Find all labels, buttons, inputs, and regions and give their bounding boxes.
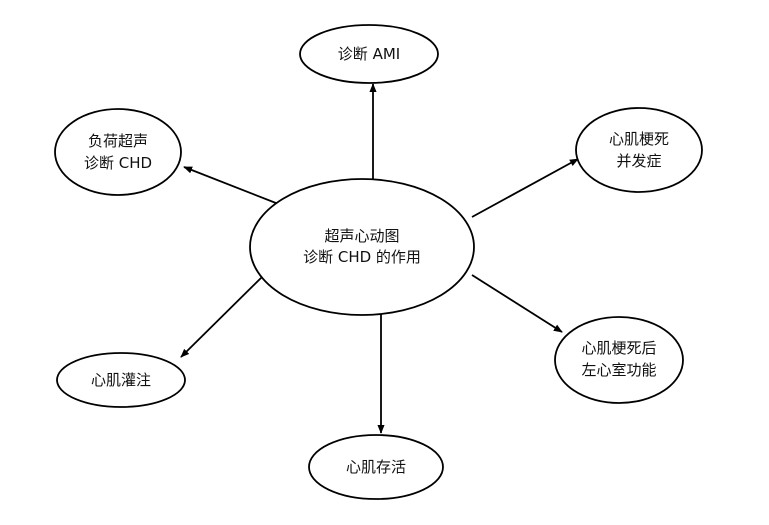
node-perfusion: 心肌灌注 bbox=[56, 352, 186, 408]
node-complication-shape bbox=[575, 107, 703, 193]
node-lv-function-shape bbox=[554, 316, 684, 404]
node-perfusion-label: 心肌灌注 bbox=[91, 371, 151, 389]
node-stress: 负荷超声 诊断 CHD bbox=[54, 108, 182, 196]
node-lv-function-label-line-2: 左心室功能 bbox=[581, 361, 656, 379]
node-lv-function: 心肌梗死后 左心室功能 bbox=[554, 316, 684, 404]
node-viability: 心肌存活 bbox=[308, 434, 444, 500]
edges bbox=[180, 83, 579, 434]
node-viability-label: 心肌存活 bbox=[346, 458, 406, 476]
node-complication-label-line-1: 心肌梗死 bbox=[609, 130, 669, 148]
center-node-shape bbox=[249, 178, 475, 316]
node-stress-label-line-1: 负荷超声 bbox=[88, 132, 148, 150]
center-node-label-line-2: 诊断 CHD 的作用 bbox=[303, 248, 421, 266]
node-perfusion-shape bbox=[56, 352, 186, 408]
node-complication-label-line-2: 并发症 bbox=[616, 152, 661, 170]
node-ami-label: 诊断 AMI bbox=[338, 45, 400, 63]
node-lv-function-label-line-1: 心肌梗死后 bbox=[581, 339, 656, 357]
node-stress-shape bbox=[54, 108, 182, 196]
node-ami-shape bbox=[299, 24, 439, 84]
node-ami: 诊断 AMI bbox=[299, 24, 439, 84]
center-node-label-line-1: 超声心动图 bbox=[324, 227, 399, 245]
node-complication: 心肌梗死 并发症 bbox=[575, 107, 703, 193]
edge-center-to-lv-function bbox=[471, 274, 563, 333]
node-stress-label-line-2: 诊断 CHD bbox=[84, 154, 152, 172]
center-node: 超声心动图 诊断 CHD 的作用 bbox=[249, 178, 475, 316]
node-viability-shape bbox=[308, 434, 444, 500]
edge-center-to-stress bbox=[183, 166, 282, 206]
edge-center-to-perfusion bbox=[180, 276, 263, 358]
edge-center-to-complication bbox=[471, 158, 579, 218]
